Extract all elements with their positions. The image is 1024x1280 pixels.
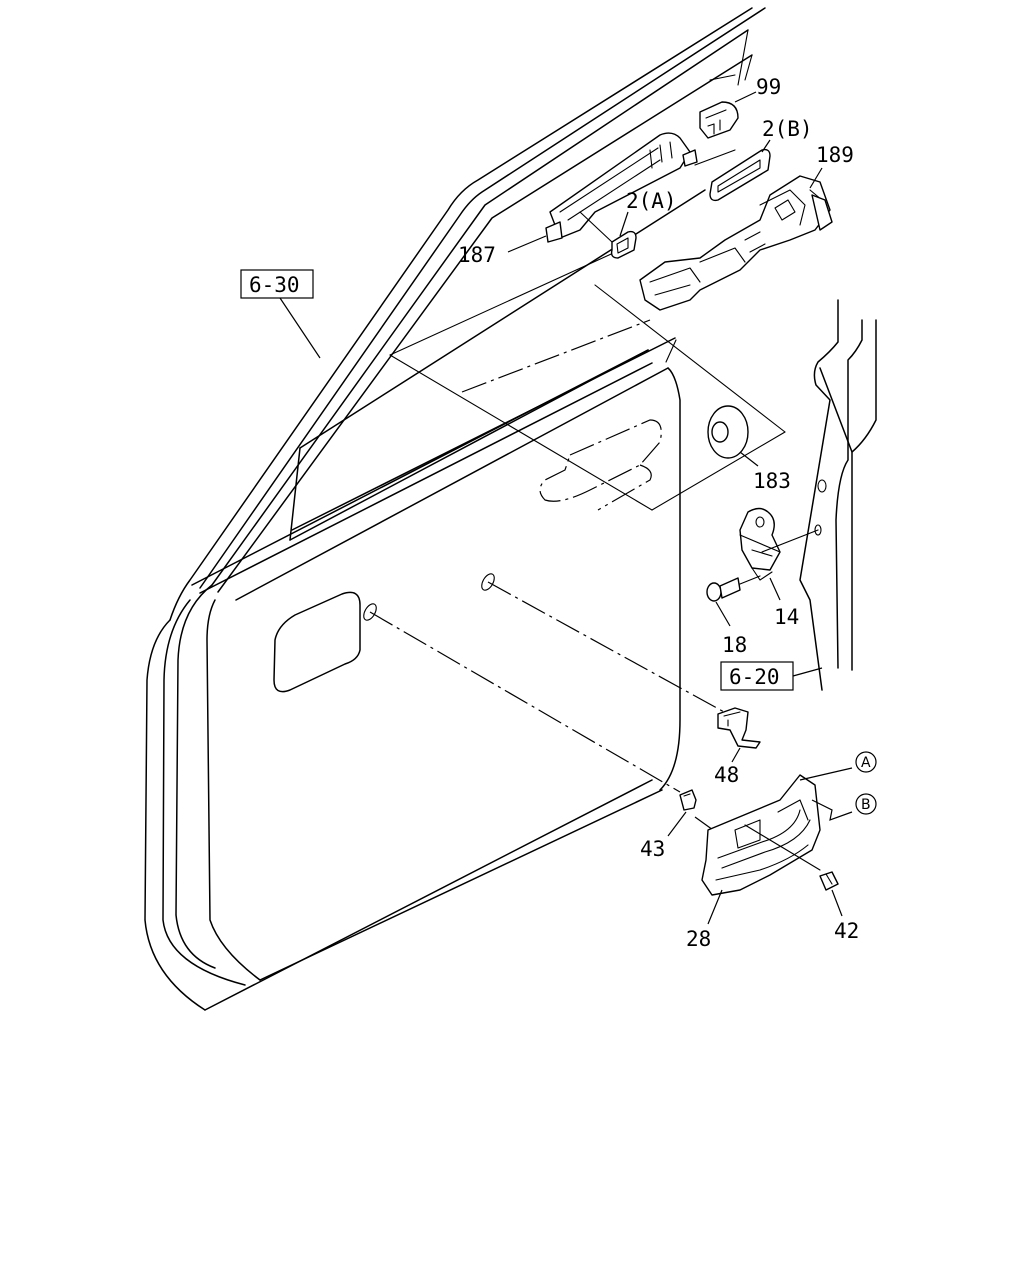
callout-183: 183 — [753, 469, 791, 493]
part-42-screw — [819, 871, 843, 917]
reference-6-30-text: 6-30 — [249, 273, 300, 297]
part-189-handle-base — [639, 167, 833, 311]
part-18-screw — [706, 575, 761, 627]
callout-189: 189 — [816, 143, 854, 167]
callout-99: 99 — [756, 75, 781, 99]
circled-b-text: B — [861, 797, 871, 813]
callout-48: 48 — [714, 763, 739, 787]
part-28-inside-handle — [701, 767, 853, 925]
reference-6-20: 6-20 — [720, 661, 823, 691]
callout-18: 18 — [722, 633, 747, 657]
part-48-clip — [717, 707, 761, 763]
callout-14: 14 — [774, 605, 799, 629]
part-2a-pad — [579, 211, 637, 259]
door-window-frame — [169, 7, 766, 621]
door-panel — [144, 189, 706, 1011]
part-2b-pad — [694, 139, 771, 202]
callout-2a: 2(A) — [626, 189, 677, 213]
callout-2b: 2(B) — [762, 117, 813, 141]
callout-28: 28 — [686, 927, 711, 951]
b-pillar — [799, 299, 877, 691]
part-43-retainer — [667, 789, 697, 837]
circled-b: B — [855, 793, 877, 815]
callout-43: 43 — [640, 837, 665, 861]
circled-a-text: A — [861, 755, 871, 771]
exploded-frame-lines — [369, 249, 786, 836]
reference-6-30: 6-30 — [240, 269, 321, 359]
callout-42: 42 — [834, 919, 859, 943]
part-99-cap — [699, 91, 757, 139]
part-14-striker — [739, 507, 819, 601]
reference-6-20-text: 6-20 — [729, 665, 780, 689]
callout-187: 187 — [458, 243, 496, 267]
part-183-grommet — [707, 405, 759, 467]
part-187-outer-handle — [507, 132, 698, 253]
circled-a: A — [855, 751, 877, 773]
